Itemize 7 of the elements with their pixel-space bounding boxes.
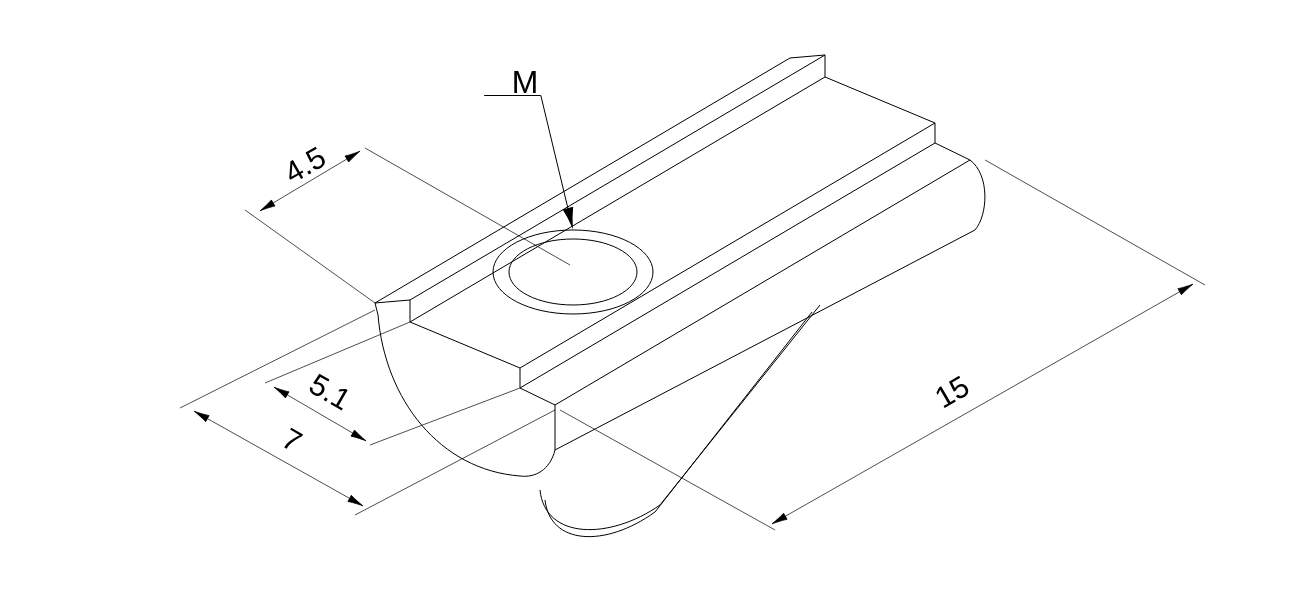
callout-text: M	[514, 71, 536, 93]
leader-line	[483, 95, 574, 228]
threaded-hole	[492, 229, 654, 315]
dimension-text: 7	[284, 427, 304, 449]
dimension-text: 15	[936, 375, 969, 408]
dimension-text: 4.5	[289, 146, 325, 180]
dimension-text: 5.1	[309, 373, 348, 411]
